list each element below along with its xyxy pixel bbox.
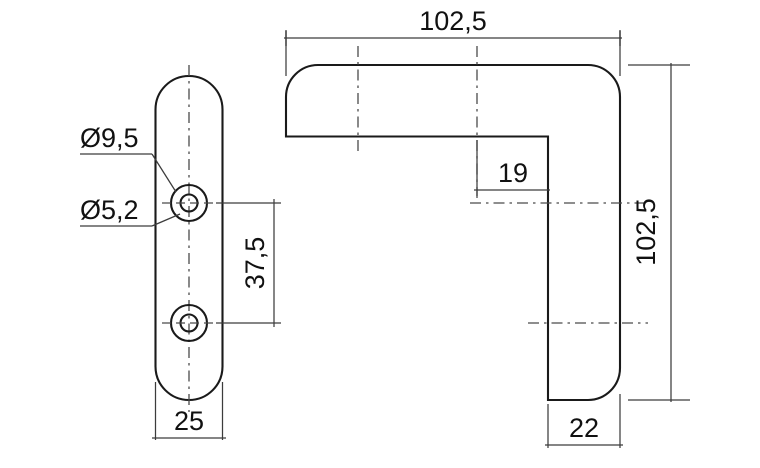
dimension-neck-offset: 19 [474, 140, 550, 196]
callout-through-hole-diameter: Ø5,2 [80, 195, 181, 227]
handle-outline [284, 63, 622, 402]
dimension-grip-width: 22 [545, 394, 623, 448]
through-hole-leader-angled [151, 213, 181, 227]
lower-fixing-hole [162, 303, 216, 343]
through-hole-diameter-label: Ø5,2 [80, 195, 139, 225]
view-handle-side: 102,5 102,5 19 22 [284, 6, 690, 448]
view-rose-plate-front: Ø9,5 Ø5,2 37,5 25 [80, 65, 281, 440]
overall-length-label: 102,5 [419, 6, 487, 36]
hole-spacing-label: 37,5 [240, 237, 270, 290]
dimension-overall-length: 102,5 [284, 6, 622, 76]
overall-height-label: 102,5 [631, 198, 661, 266]
plate-width-label: 25 [174, 406, 204, 436]
counterbore-diameter-label: Ø9,5 [80, 123, 139, 153]
dimension-overall-height: 102,5 [628, 63, 690, 402]
neck-offset-label: 19 [498, 158, 528, 188]
dimension-hole-spacing: 37,5 [216, 199, 281, 327]
dimension-plate-width: 25 [152, 382, 226, 440]
grip-width-label: 22 [569, 413, 599, 443]
callout-counterbore-diameter: Ø9,5 [80, 123, 177, 193]
counterbore-leader-angled [151, 153, 177, 193]
upper-fixing-hole [162, 183, 216, 223]
plate-outline [154, 74, 224, 402]
